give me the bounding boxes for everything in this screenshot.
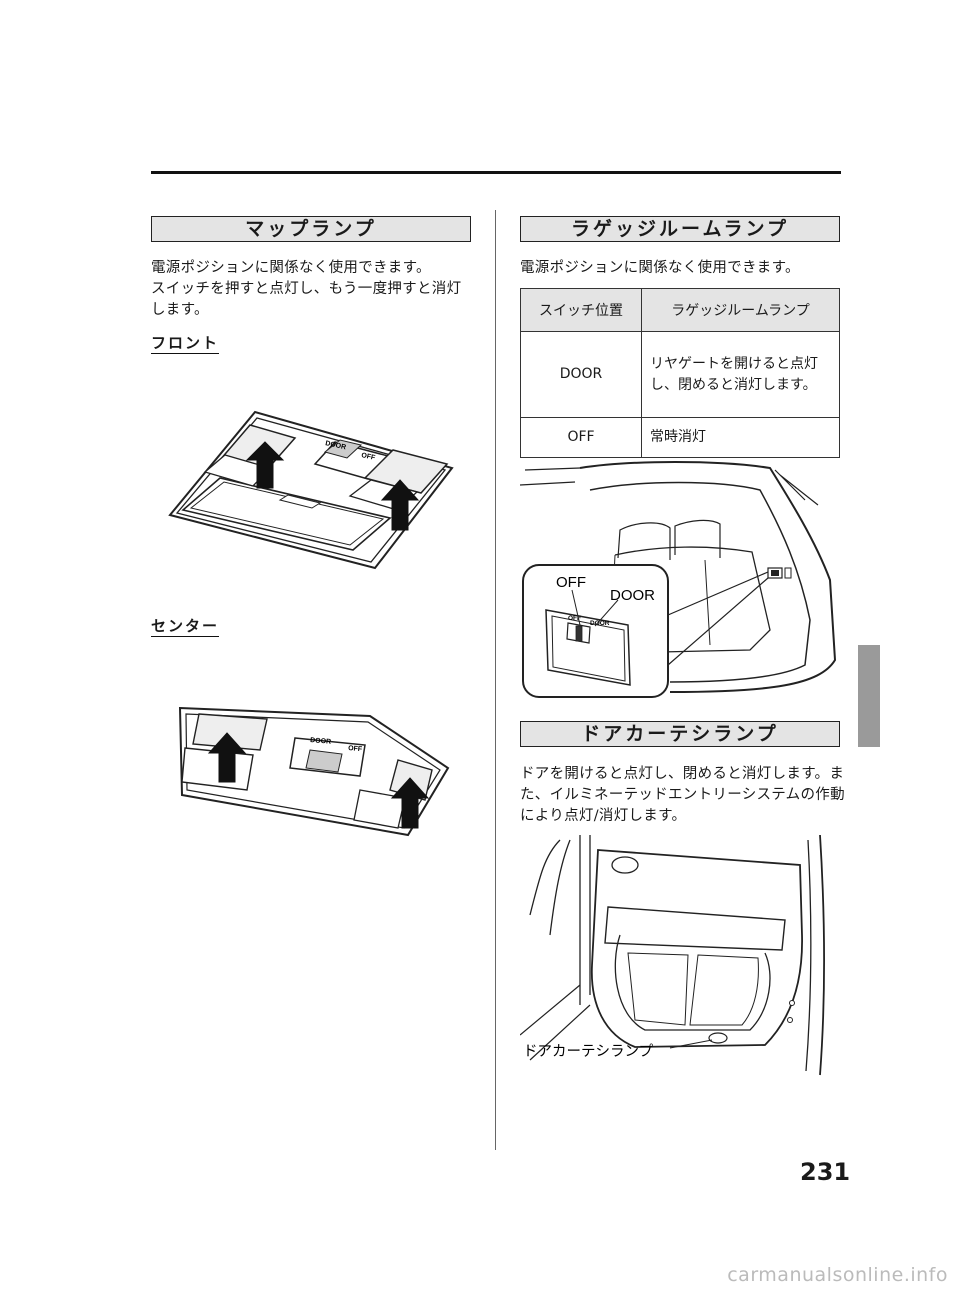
table-cell-behavior: 常時消灯: [641, 417, 840, 458]
table-cell-position: DOOR: [520, 331, 642, 418]
front-map-lamp-illustration: DOOR OFF: [168, 410, 454, 570]
front-subheading: フロント: [151, 334, 220, 354]
map-lamp-description: 電源ポジションに関係なく使用できます。 スイッチを押すと点灯し、もう一度押すと消…: [151, 260, 462, 318]
table-header-switch-position: スイッチ位置: [520, 288, 642, 332]
table-cell-behavior: リヤゲートを開けると点灯し、閉めると消灯します。: [641, 331, 840, 418]
callout-courtesy-lamp: ドアカーテシランプ: [523, 1043, 654, 1060]
table-cell-position: OFF: [520, 417, 642, 458]
top-rule: [151, 171, 841, 174]
table-row: OFF 常時消灯: [520, 417, 840, 458]
center-door-label: DOOR: [310, 737, 332, 746]
table-header-row: スイッチ位置 ラゲッジルームランプ: [520, 288, 840, 332]
center-off-label: OFF: [348, 745, 363, 753]
front-door-label: DOOR: [325, 440, 347, 451]
chapter-tab: [858, 645, 880, 747]
luggage-lamp-description: 電源ポジションに関係なく使用できます。: [520, 260, 800, 276]
inset-off-label: OFF: [568, 615, 581, 622]
table-row: DOOR リヤゲートを開けると点灯し、閉めると消灯します。: [520, 331, 840, 418]
switch-position-table: スイッチ位置 ラゲッジルームランプ DOOR リヤゲートを開けると点灯し、閉める…: [520, 288, 840, 458]
center-arrow-left-icon: [207, 732, 247, 783]
center-map-lamp-illustration: DOOR OFF: [178, 706, 450, 837]
center-arrow-right-icon: [390, 777, 430, 829]
front-off-label: OFF: [361, 452, 377, 462]
map-lamp-heading: マップランプ: [151, 216, 471, 242]
courtesy-lamp-description: ドアを開けると点灯し、閉めると消灯します。また、イルミネーテッドエントリーシステ…: [520, 766, 845, 824]
luggage-room-illustration: OFF DOOR OFF DOOR: [520, 461, 837, 698]
callout-door: DOOR: [610, 587, 655, 604]
callout-off: OFF: [556, 574, 586, 591]
door-courtesy-illustration: ドアカーテシランプ: [520, 835, 826, 1076]
center-subheading: センター: [151, 617, 220, 637]
column-divider: [495, 210, 496, 1150]
courtesy-lamp-heading: ドアカーテシランプ: [520, 721, 840, 747]
page-number: 231: [800, 1158, 851, 1186]
luggage-lamp-heading: ラゲッジルームランプ: [520, 216, 840, 242]
front-arrow-left-icon: [245, 441, 285, 489]
front-arrow-right-icon: [380, 479, 420, 531]
watermark: carmanualsonline.info: [727, 1264, 948, 1286]
table-header-luggage-lamp: ラゲッジルームランプ: [641, 288, 840, 332]
inset-door-label: DOOR: [590, 620, 610, 627]
